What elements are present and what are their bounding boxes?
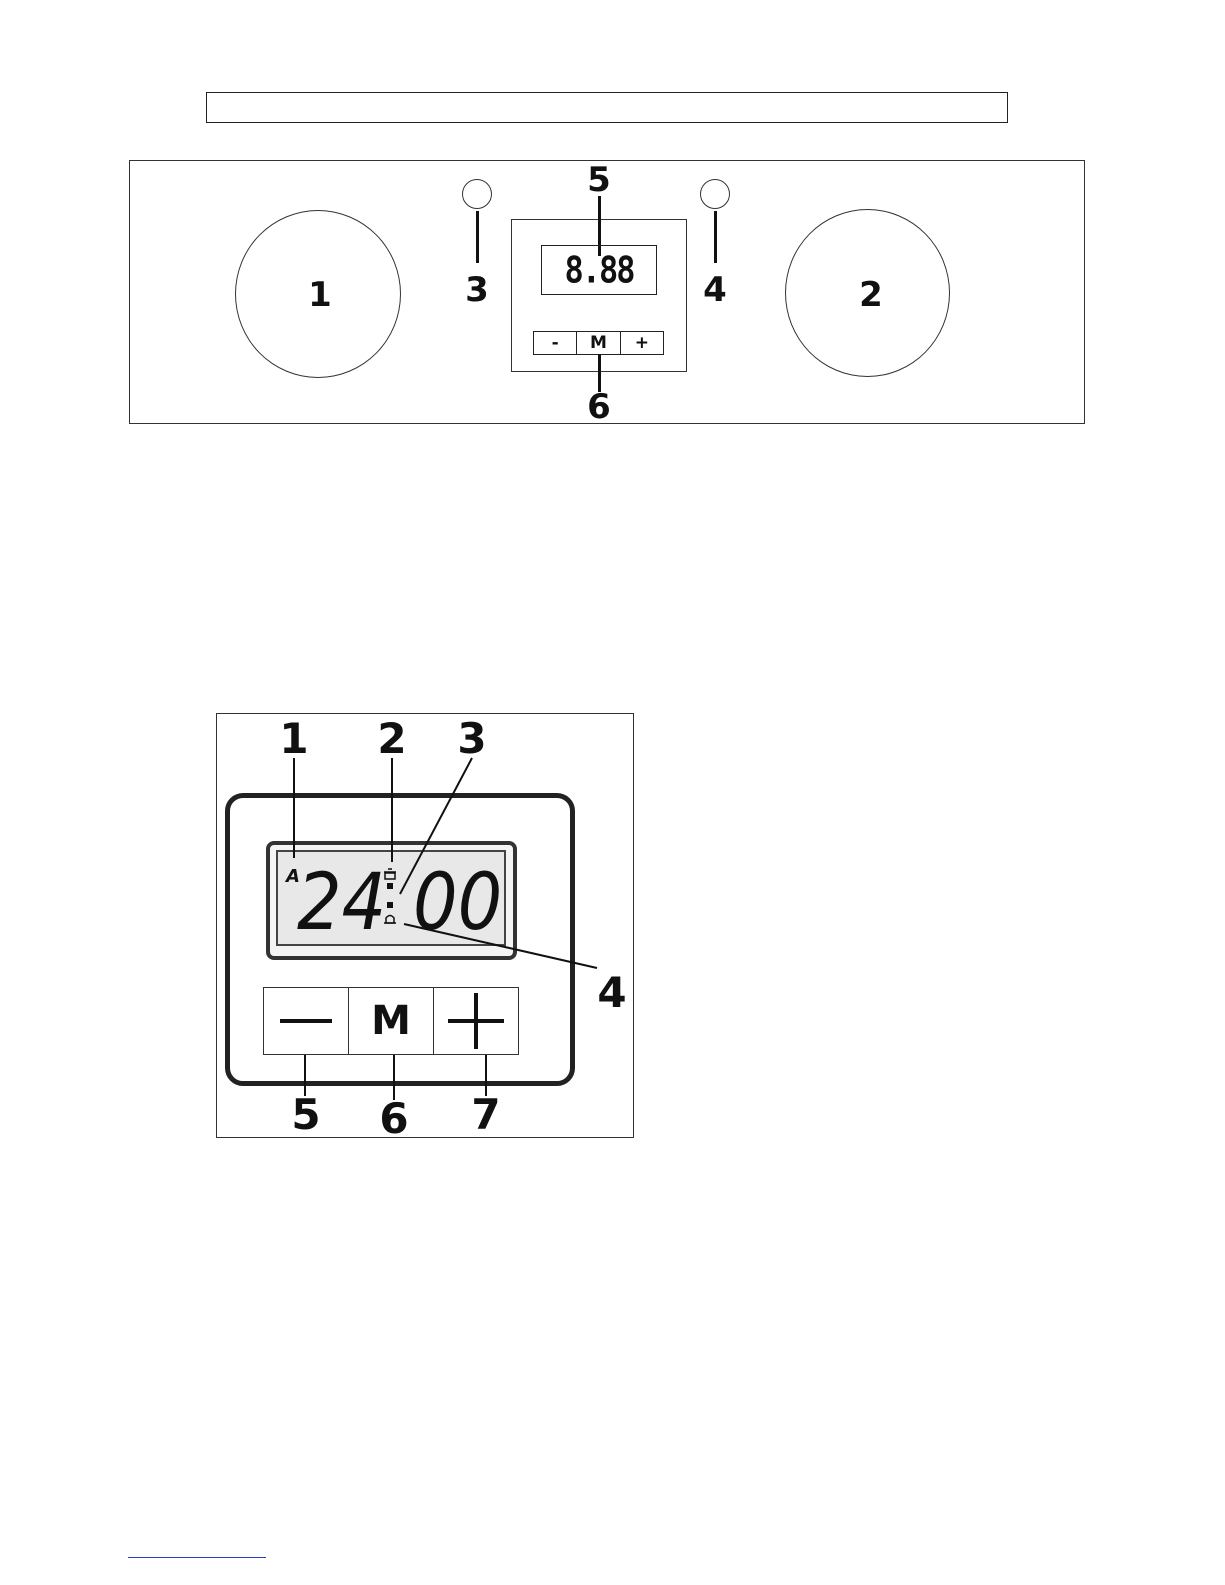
detail-mode-label: M [371, 998, 411, 1044]
detail-leader-lines [0, 0, 1225, 1185]
leader-4 [404, 924, 597, 968]
detail-minus-button[interactable] [264, 988, 349, 1054]
footer-link-underline [128, 1557, 266, 1558]
leader-3 [400, 758, 472, 894]
minus-icon [280, 1019, 332, 1023]
detail-mode-button[interactable]: M [349, 988, 434, 1054]
plus-icon [448, 993, 504, 1049]
detail-plus-button[interactable] [434, 988, 518, 1054]
detail-buttons: M [263, 987, 519, 1055]
